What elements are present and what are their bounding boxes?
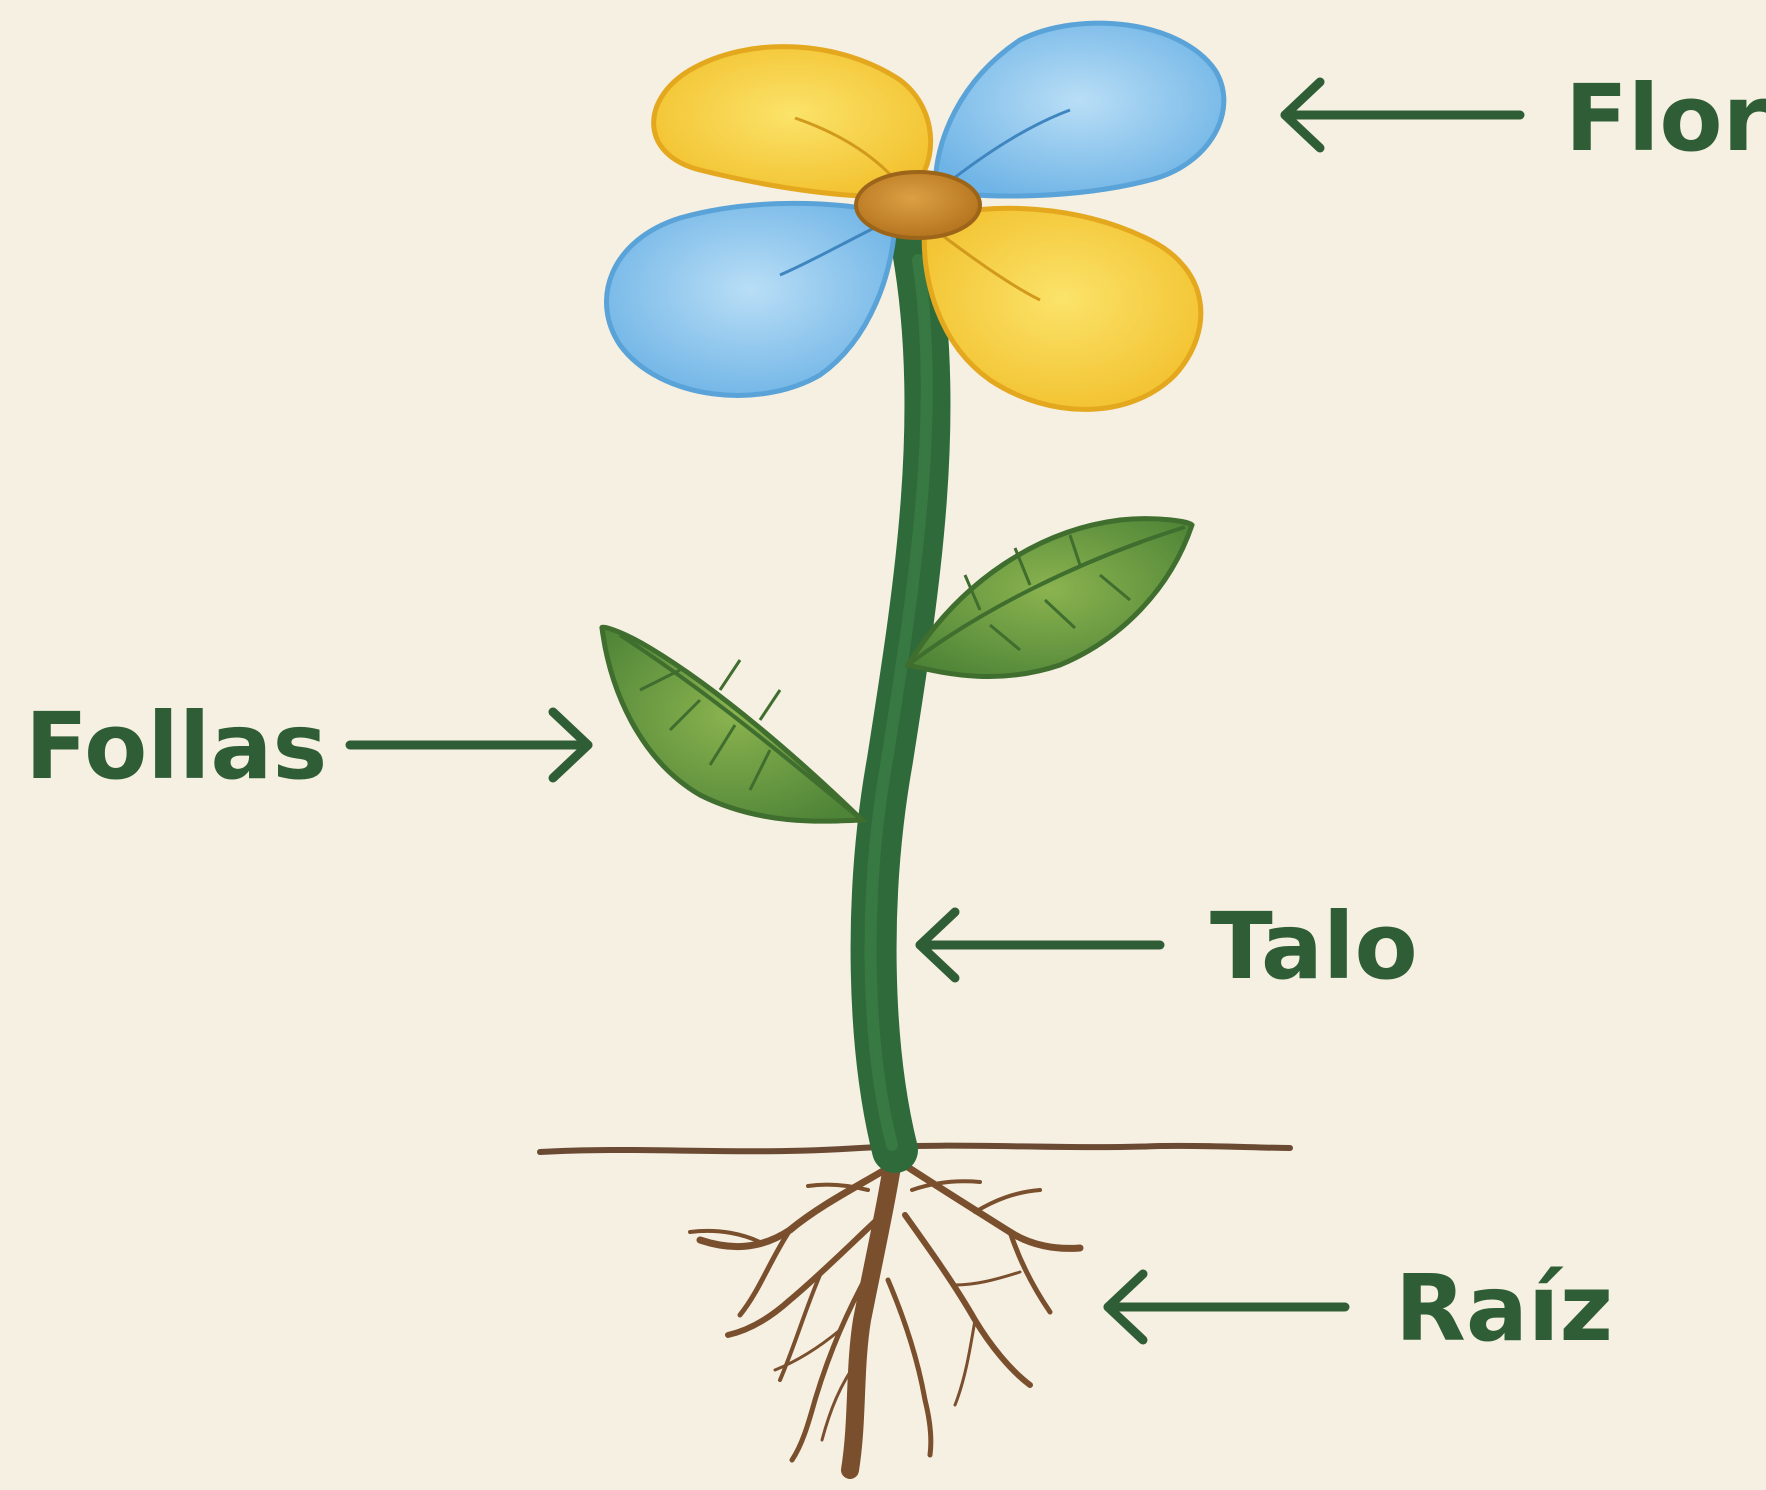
label-root: Raíz	[1395, 1255, 1613, 1362]
petal-blue-top-right	[935, 23, 1224, 196]
arrow-root	[1108, 1274, 1345, 1340]
leaf-left	[602, 627, 862, 821]
root	[690, 1148, 1080, 1470]
arrow-stem	[920, 912, 1160, 978]
flower-center	[856, 172, 980, 238]
arrow-leaves	[350, 712, 588, 778]
arrow-flower	[1285, 82, 1520, 148]
label-stem: Talo	[1210, 893, 1418, 1000]
label-leaves: Follas	[25, 693, 327, 800]
leaf-right	[908, 519, 1192, 677]
petal-blue-bottom-left	[607, 203, 896, 395]
petal-yellow-bottom-right	[924, 208, 1201, 409]
label-flower: Flor	[1565, 65, 1766, 172]
